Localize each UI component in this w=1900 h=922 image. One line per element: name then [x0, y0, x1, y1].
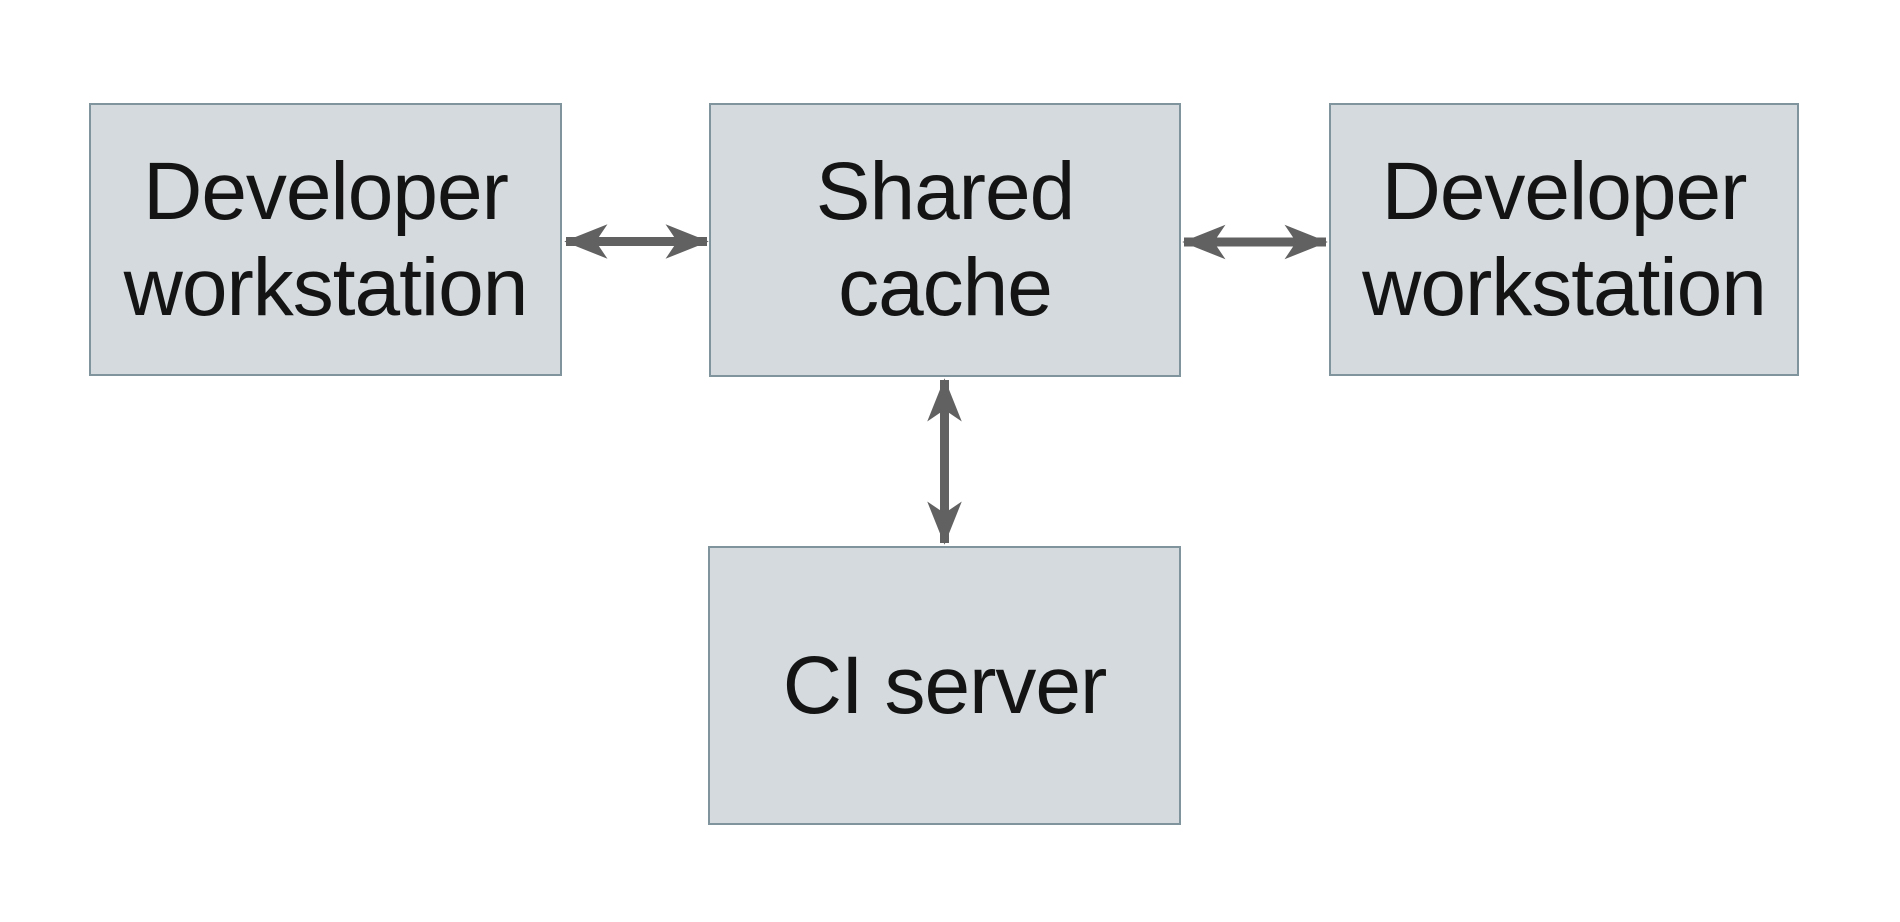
node-label-line: CI server [782, 639, 1108, 731]
node-label-line: Developer [1381, 145, 1748, 237]
node-label-line: Developer [143, 145, 509, 237]
node-developer-workstation-right: Developer workstation [1329, 103, 1799, 376]
node-developer-workstation-left: Developer workstation [89, 103, 562, 376]
node-shared-cache: Shared cache [709, 103, 1181, 377]
node-label-line: workstation [123, 241, 529, 333]
node-label-line: Shared [815, 146, 1075, 237]
node-ci-server: CI server [708, 546, 1181, 825]
node-label-line: workstation [1362, 241, 1767, 333]
node-label-line: cache [838, 242, 1053, 333]
